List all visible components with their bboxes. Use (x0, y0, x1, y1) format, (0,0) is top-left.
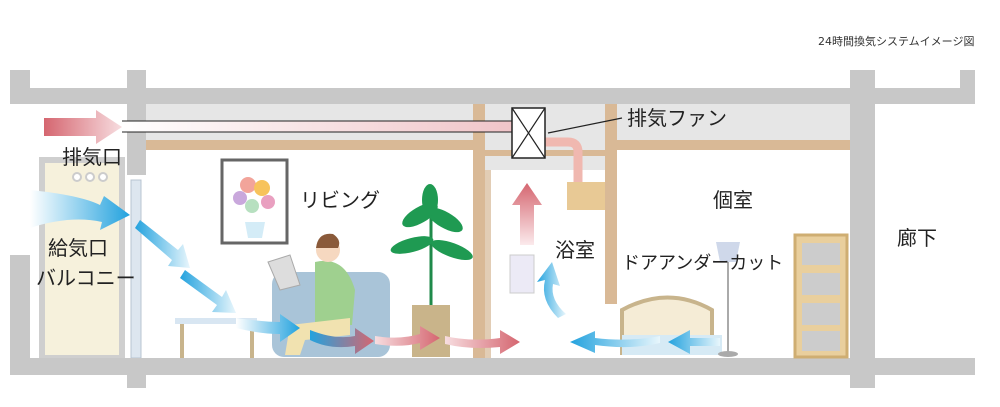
bath-exhaust-up-arrow (512, 183, 542, 245)
exhaust-duct (122, 121, 517, 132)
label-exhaust-port: 排気口 (62, 145, 122, 169)
floor-slab (10, 358, 975, 375)
potted-plant (390, 184, 473, 357)
label-corridor: 廊下 (897, 226, 937, 250)
wall-post (605, 104, 617, 304)
top-slab (10, 88, 975, 104)
diagram-caption: 24時間換気システムイメージ図 (818, 35, 975, 48)
supply-arrow-3 (236, 314, 300, 342)
label-balcony: バルコニー (36, 266, 136, 290)
ceiling-beam (146, 140, 476, 150)
supply-arrow-1 (135, 220, 190, 268)
label-bathroom: 浴室 (555, 238, 595, 262)
balcony-rail (10, 255, 30, 360)
supply-arrow-2 (180, 270, 236, 313)
picture-frame (220, 158, 289, 245)
exhaust-out-arrow (44, 110, 122, 144)
column-right (850, 70, 875, 388)
supply-in-arrow (30, 190, 130, 230)
bookshelf (793, 233, 849, 359)
label-living: リビング (300, 188, 380, 212)
exhaust-arrow-2 (445, 330, 520, 354)
coffee-table (175, 318, 257, 324)
balcony-door (39, 157, 125, 361)
label-private-room: 個室 (713, 188, 753, 212)
exhaust-arrow-1 (375, 326, 440, 350)
room-supply-arrow (668, 330, 720, 354)
undercut-arrow (570, 331, 660, 353)
floor-lamp (716, 242, 740, 357)
mixed-arrow (310, 328, 374, 354)
label-supply-port: 給気口 (48, 236, 108, 260)
bath-supply-arrow (537, 262, 566, 318)
label-exhaust-fan: 排気ファン (627, 106, 727, 130)
bath-fixture (509, 254, 535, 294)
bath-vent (567, 182, 605, 210)
wall-post (473, 104, 485, 358)
label-door-undercut: ドアアンダーカット (622, 253, 784, 274)
